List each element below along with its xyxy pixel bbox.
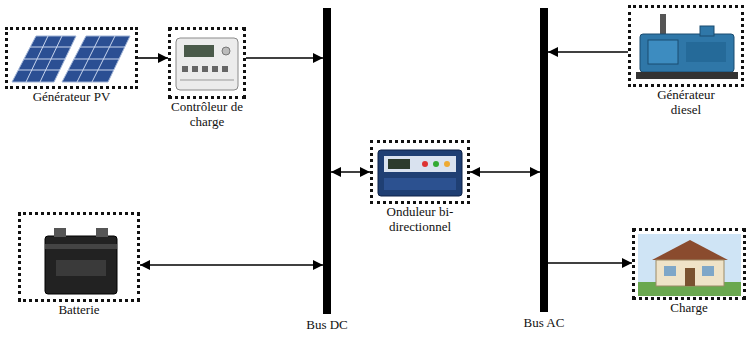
flow-arrow bbox=[470, 171, 540, 173]
node-label: Bus DC bbox=[297, 317, 357, 332]
node-label: Générateur PV bbox=[33, 89, 111, 104]
charge-controller-box: Contrôleur de charge bbox=[168, 27, 246, 99]
dc-bus-bar: Bus DC bbox=[323, 8, 331, 314]
flow-arrow bbox=[548, 262, 632, 264]
inverter-picture bbox=[378, 150, 462, 196]
flow-arrow bbox=[140, 264, 323, 266]
node-label: Bus AC bbox=[514, 315, 574, 330]
node-label: Onduleur bi-directionnel bbox=[370, 204, 470, 234]
node-label: Contrôleur de charge bbox=[168, 99, 246, 129]
flow-arrow bbox=[138, 57, 168, 59]
solar-panel-picture bbox=[12, 36, 130, 82]
battery-picture bbox=[45, 228, 117, 294]
inverter-box: Onduleur bi-directionnel bbox=[370, 140, 470, 204]
house-picture bbox=[638, 234, 741, 296]
flow-arrow bbox=[331, 171, 370, 173]
diesel-generator-box: Générateur diesel bbox=[628, 5, 744, 87]
diesel-generator-picture bbox=[636, 14, 738, 79]
node-label: Batterie bbox=[39, 302, 119, 317]
node-label: Charge bbox=[649, 300, 729, 315]
ac-bus-bar: Bus AC bbox=[540, 8, 548, 312]
battery-box: Batterie bbox=[18, 212, 140, 302]
flow-arrow bbox=[548, 51, 628, 53]
flow-arrow bbox=[246, 57, 323, 59]
pv-generator-box: Générateur PV bbox=[5, 27, 138, 89]
load-box: Charge bbox=[632, 228, 746, 300]
node-label: Générateur diesel bbox=[647, 87, 725, 117]
charge-controller-picture bbox=[176, 38, 238, 90]
